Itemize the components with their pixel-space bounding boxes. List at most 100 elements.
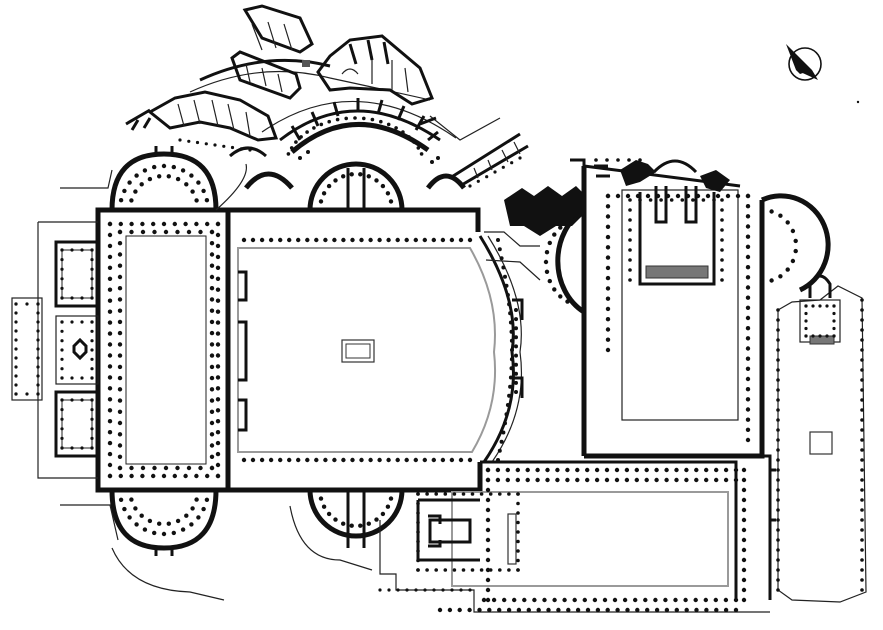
column-dot [209, 286, 215, 291]
column-dot [720, 218, 724, 222]
column-dot [70, 320, 74, 324]
column-dot [215, 473, 221, 479]
column-dot [458, 457, 464, 463]
column-dot [485, 557, 491, 563]
column-dot [60, 398, 64, 402]
column-dot [215, 287, 221, 292]
column-dot [860, 418, 864, 422]
column-dot [434, 492, 439, 496]
column-dot [785, 220, 790, 225]
column-dot [323, 457, 328, 463]
column-dot [172, 221, 177, 227]
column-dot [388, 496, 394, 501]
column-dot [118, 198, 124, 203]
column-dot [860, 528, 864, 532]
column-dot [180, 527, 186, 532]
column-dot [644, 467, 649, 473]
column-dot [152, 229, 157, 235]
column-dot [134, 173, 139, 178]
column-dot [581, 215, 587, 221]
column-dot [380, 511, 386, 517]
column-dot [499, 256, 504, 261]
column-dot [664, 607, 670, 613]
column-dot [461, 568, 466, 572]
column-dot [215, 331, 221, 336]
column-dot [332, 237, 337, 243]
column-dot [485, 175, 489, 179]
column-dot [741, 567, 747, 573]
column-dot [860, 438, 864, 442]
column-dot [741, 527, 747, 533]
column-dot [434, 568, 439, 572]
column-dot [129, 497, 134, 502]
column-dot [90, 277, 94, 281]
column-dot [358, 172, 363, 177]
column-dot [605, 265, 611, 271]
column-dot [14, 392, 18, 396]
column-dot [624, 467, 630, 473]
column-dot [14, 302, 18, 306]
markets-hemicycle [125, 4, 529, 190]
column-dot [215, 451, 221, 457]
column-dot [209, 409, 215, 414]
column-dot [615, 193, 621, 199]
column-dot [353, 116, 357, 120]
column-dot [312, 126, 316, 130]
column-dot [127, 487, 133, 493]
column-dot [215, 276, 221, 281]
column-dot [684, 477, 689, 483]
column-dot [321, 191, 327, 196]
column-dot [423, 588, 427, 592]
column-dot [832, 304, 836, 308]
column-dot [741, 547, 747, 553]
column-dot [209, 319, 215, 325]
column-dot [628, 278, 632, 282]
column-dot [514, 371, 518, 376]
column-dot [485, 587, 491, 593]
column-dot [694, 467, 699, 473]
column-dot [416, 146, 421, 150]
north-arrow-icon [786, 44, 860, 104]
column-dot [628, 198, 632, 202]
column-dot [431, 457, 436, 463]
column-dot [674, 607, 679, 613]
column-dot [745, 265, 751, 270]
column-dot [515, 467, 520, 473]
column-dot [194, 198, 199, 203]
column-dot [195, 487, 201, 493]
column-dot [318, 496, 324, 501]
column-dot [389, 207, 395, 213]
column-dot [741, 587, 747, 593]
column-dot [485, 577, 491, 583]
column-dot [705, 193, 711, 199]
column-dot [25, 392, 29, 396]
column-dot [745, 315, 751, 321]
column-dot [441, 588, 445, 592]
column-dot [628, 268, 632, 272]
column-dot [107, 397, 113, 402]
column-dot [712, 198, 716, 202]
column-dot [209, 241, 215, 246]
column-dot [485, 517, 491, 523]
column-dot [395, 457, 400, 463]
column-dot [259, 237, 265, 243]
column-dot [745, 295, 751, 300]
column-dot [832, 319, 836, 323]
column-dot [741, 517, 747, 523]
column-dot [157, 174, 162, 179]
column-dot [633, 597, 638, 603]
column-dot [349, 523, 354, 528]
column-dot [107, 353, 113, 358]
column-dot [452, 492, 457, 496]
column-dot [684, 607, 689, 613]
column-dot [151, 221, 156, 227]
column-dot [720, 238, 724, 242]
column-dot [516, 539, 520, 544]
column-dot [510, 348, 514, 352]
column-dot [552, 597, 557, 603]
column-dot [573, 302, 578, 308]
column-dot [416, 558, 420, 563]
column-dot [634, 467, 639, 473]
column-dot [459, 588, 463, 592]
column-dot [776, 458, 780, 462]
